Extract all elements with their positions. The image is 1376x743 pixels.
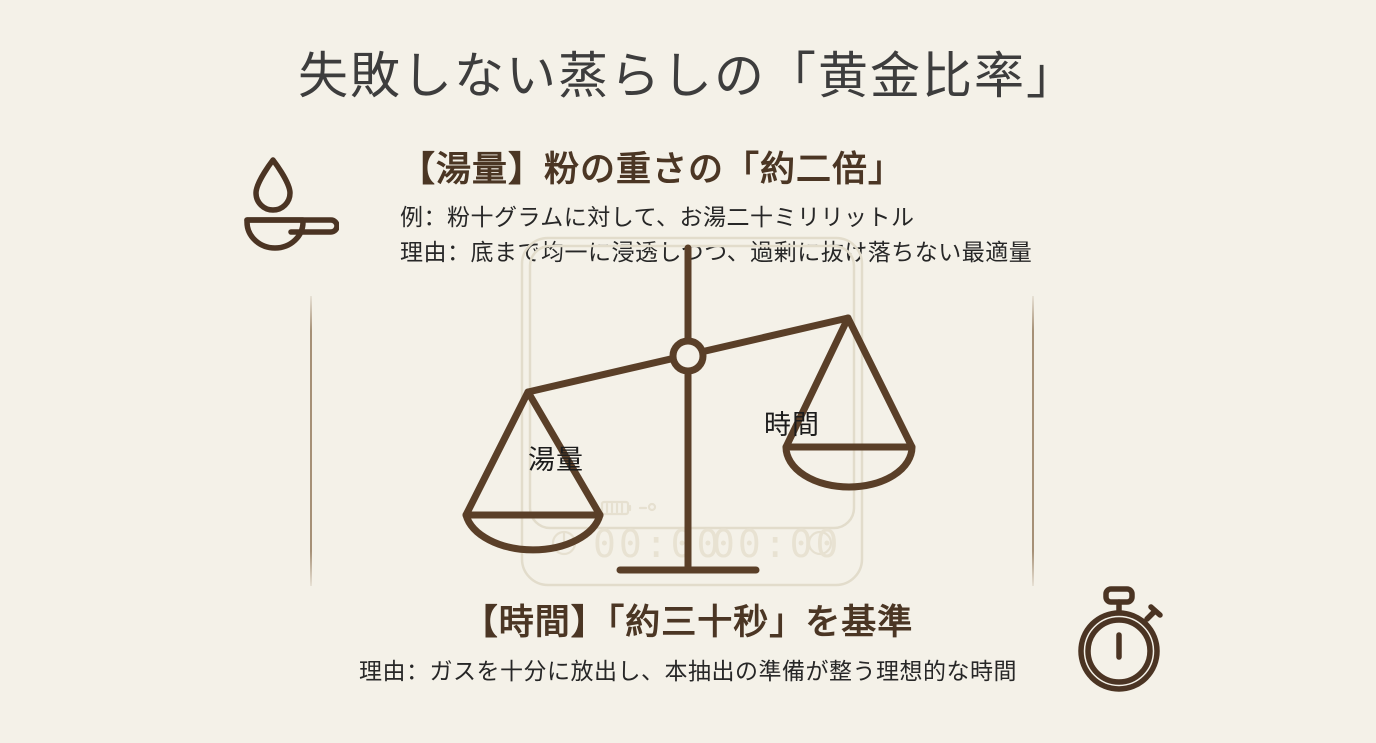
balance-illustration: 00:00 00:00 xyxy=(460,230,920,600)
balance-pivot-ring-icon xyxy=(669,337,707,375)
balance-stand xyxy=(616,244,760,574)
water-reason-line: 理由：底まで均一に浸透しつつ、過剰に抜け落ちない最適量 xyxy=(400,239,1033,266)
ghost-scale-display xyxy=(551,500,833,556)
balance-left-pan xyxy=(462,388,604,554)
page-title: 失敗しない蒸らしの「黄金比率」 xyxy=(298,48,1078,104)
right-pan-label: 時間 xyxy=(764,410,820,440)
water-example-line: 例：粉十グラムに対して、お湯二十ミリリットル xyxy=(400,203,915,230)
time-heading: 【時間】「約三十秒」を基準 xyxy=(462,603,914,642)
stopwatch-icon xyxy=(1067,585,1171,693)
water-drop-spoon-icon xyxy=(243,152,340,252)
timer-left-text: 00:00 xyxy=(593,522,722,566)
left-pan-label: 湯量 xyxy=(528,445,584,475)
vertical-rule-left xyxy=(310,296,312,586)
water-heading: 【湯量】粉の重さの「約二倍」 xyxy=(400,150,905,189)
time-reason-line: 理由：ガスを十分に放出し、本抽出の準備が整う理想的な時間 xyxy=(359,658,1017,684)
balance-right-pan xyxy=(782,314,916,491)
time-block: 【時間】「約三十秒」を基準 理由：ガスを十分に放出し、本抽出の準備が整う理想的な… xyxy=(0,602,1376,689)
vertical-rule-right xyxy=(1032,296,1034,586)
ghost-timer-digits: 00:00 00:00 xyxy=(593,522,841,566)
water-amount-block: 【湯量】粉の重さの「約二倍」 例：粉十グラムに対して、お湯二十ミリリットル 理由… xyxy=(400,148,1200,271)
timer-right-text: 00:00 xyxy=(712,522,841,566)
